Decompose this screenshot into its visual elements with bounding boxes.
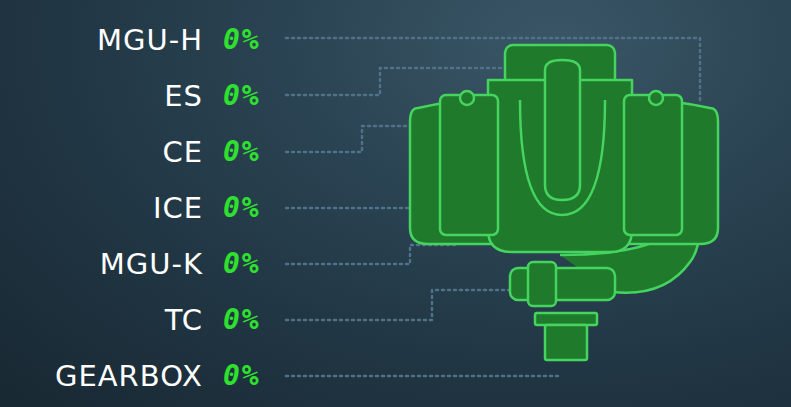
wear-percentage: 0% <box>223 23 261 57</box>
component-name: CE <box>162 135 203 169</box>
coupling <box>528 262 556 306</box>
plenum <box>545 60 580 200</box>
wear-percentage: 0% <box>223 191 261 225</box>
leader-line <box>286 68 505 95</box>
wear-percentage: 0% <box>223 247 261 281</box>
component-name: MGU-H <box>97 23 203 57</box>
leader-line <box>286 290 512 320</box>
shaft-cap <box>535 313 597 325</box>
wear-percentage: 0% <box>223 135 261 169</box>
engine-drawing <box>410 45 718 360</box>
leader-line <box>286 245 455 264</box>
bolt <box>649 91 663 105</box>
shaft <box>545 325 587 360</box>
wear-percentage: 0% <box>223 303 261 337</box>
component-name: ES <box>164 79 203 113</box>
wear-percentage: 0% <box>223 79 261 113</box>
leader-line <box>286 375 560 378</box>
gearbox-cylinder <box>510 268 615 300</box>
component-name: ICE <box>153 191 203 225</box>
component-name: MGU-K <box>100 247 203 281</box>
component-name: GEARBOX <box>55 359 203 393</box>
left-panel <box>440 95 498 235</box>
bolt <box>460 91 474 105</box>
component-name: TC <box>165 303 203 337</box>
wear-percentage: 0% <box>223 359 261 393</box>
right-panel <box>624 95 682 235</box>
leader-lines <box>286 38 700 376</box>
